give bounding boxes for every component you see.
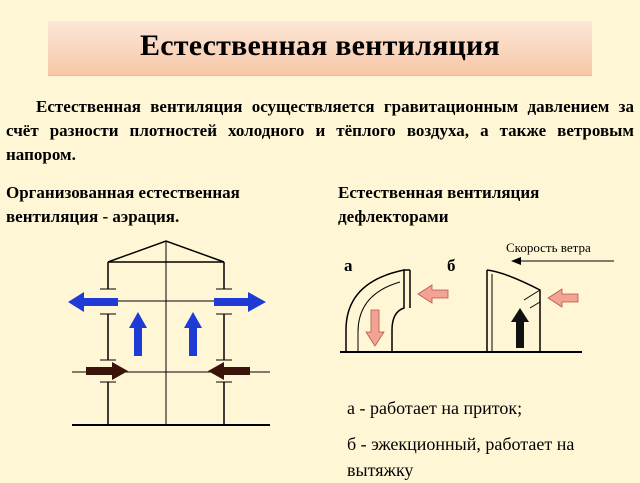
slide-title: Естественная вентиляция xyxy=(140,29,500,62)
deflector-a-downflow-arrow xyxy=(365,309,385,347)
warm-air-outflow-arrow-right xyxy=(214,292,266,312)
variant-a-label: а xyxy=(344,256,353,275)
deflector-b-vane xyxy=(523,289,541,301)
aeration-heading: Организованная естественная вентиляция -… xyxy=(6,183,240,226)
deflector-heading: Естественная вентиляция дефлекторами xyxy=(338,183,540,226)
rising-air-arrow xyxy=(129,312,147,356)
deflector-a-hood-inner xyxy=(357,281,401,352)
deflector-b-cap xyxy=(486,269,541,352)
deflector-a-hood-outer xyxy=(345,269,405,352)
legend-variant-a: а - работает на приток; xyxy=(347,398,523,418)
deflector-a-inflow-arrow xyxy=(417,284,449,304)
deflector-diagram xyxy=(340,257,614,353)
title-banner: Естественная вентиляция xyxy=(48,21,592,75)
variant-b-label: б xyxy=(447,256,456,275)
rising-air-arrow xyxy=(184,312,202,356)
intro-paragraph: Естественная вентиляция осуществляется г… xyxy=(6,97,634,164)
cold-air-inflow-arrow-left xyxy=(86,362,128,380)
aeration-building-diagram xyxy=(68,240,270,426)
legend-variant-b: б - эжекционный, работает на вытяжку xyxy=(347,434,575,480)
warm-air-outflow-arrow-left xyxy=(68,292,118,312)
deflector-b-exhaust-arrow xyxy=(511,308,529,348)
deflector-b-inflow-arrow xyxy=(547,288,579,308)
deflector-b-vane xyxy=(529,301,541,309)
cold-air-inflow-arrow-right xyxy=(208,362,250,380)
wind-speed-label: Скорость ветра xyxy=(506,240,591,255)
